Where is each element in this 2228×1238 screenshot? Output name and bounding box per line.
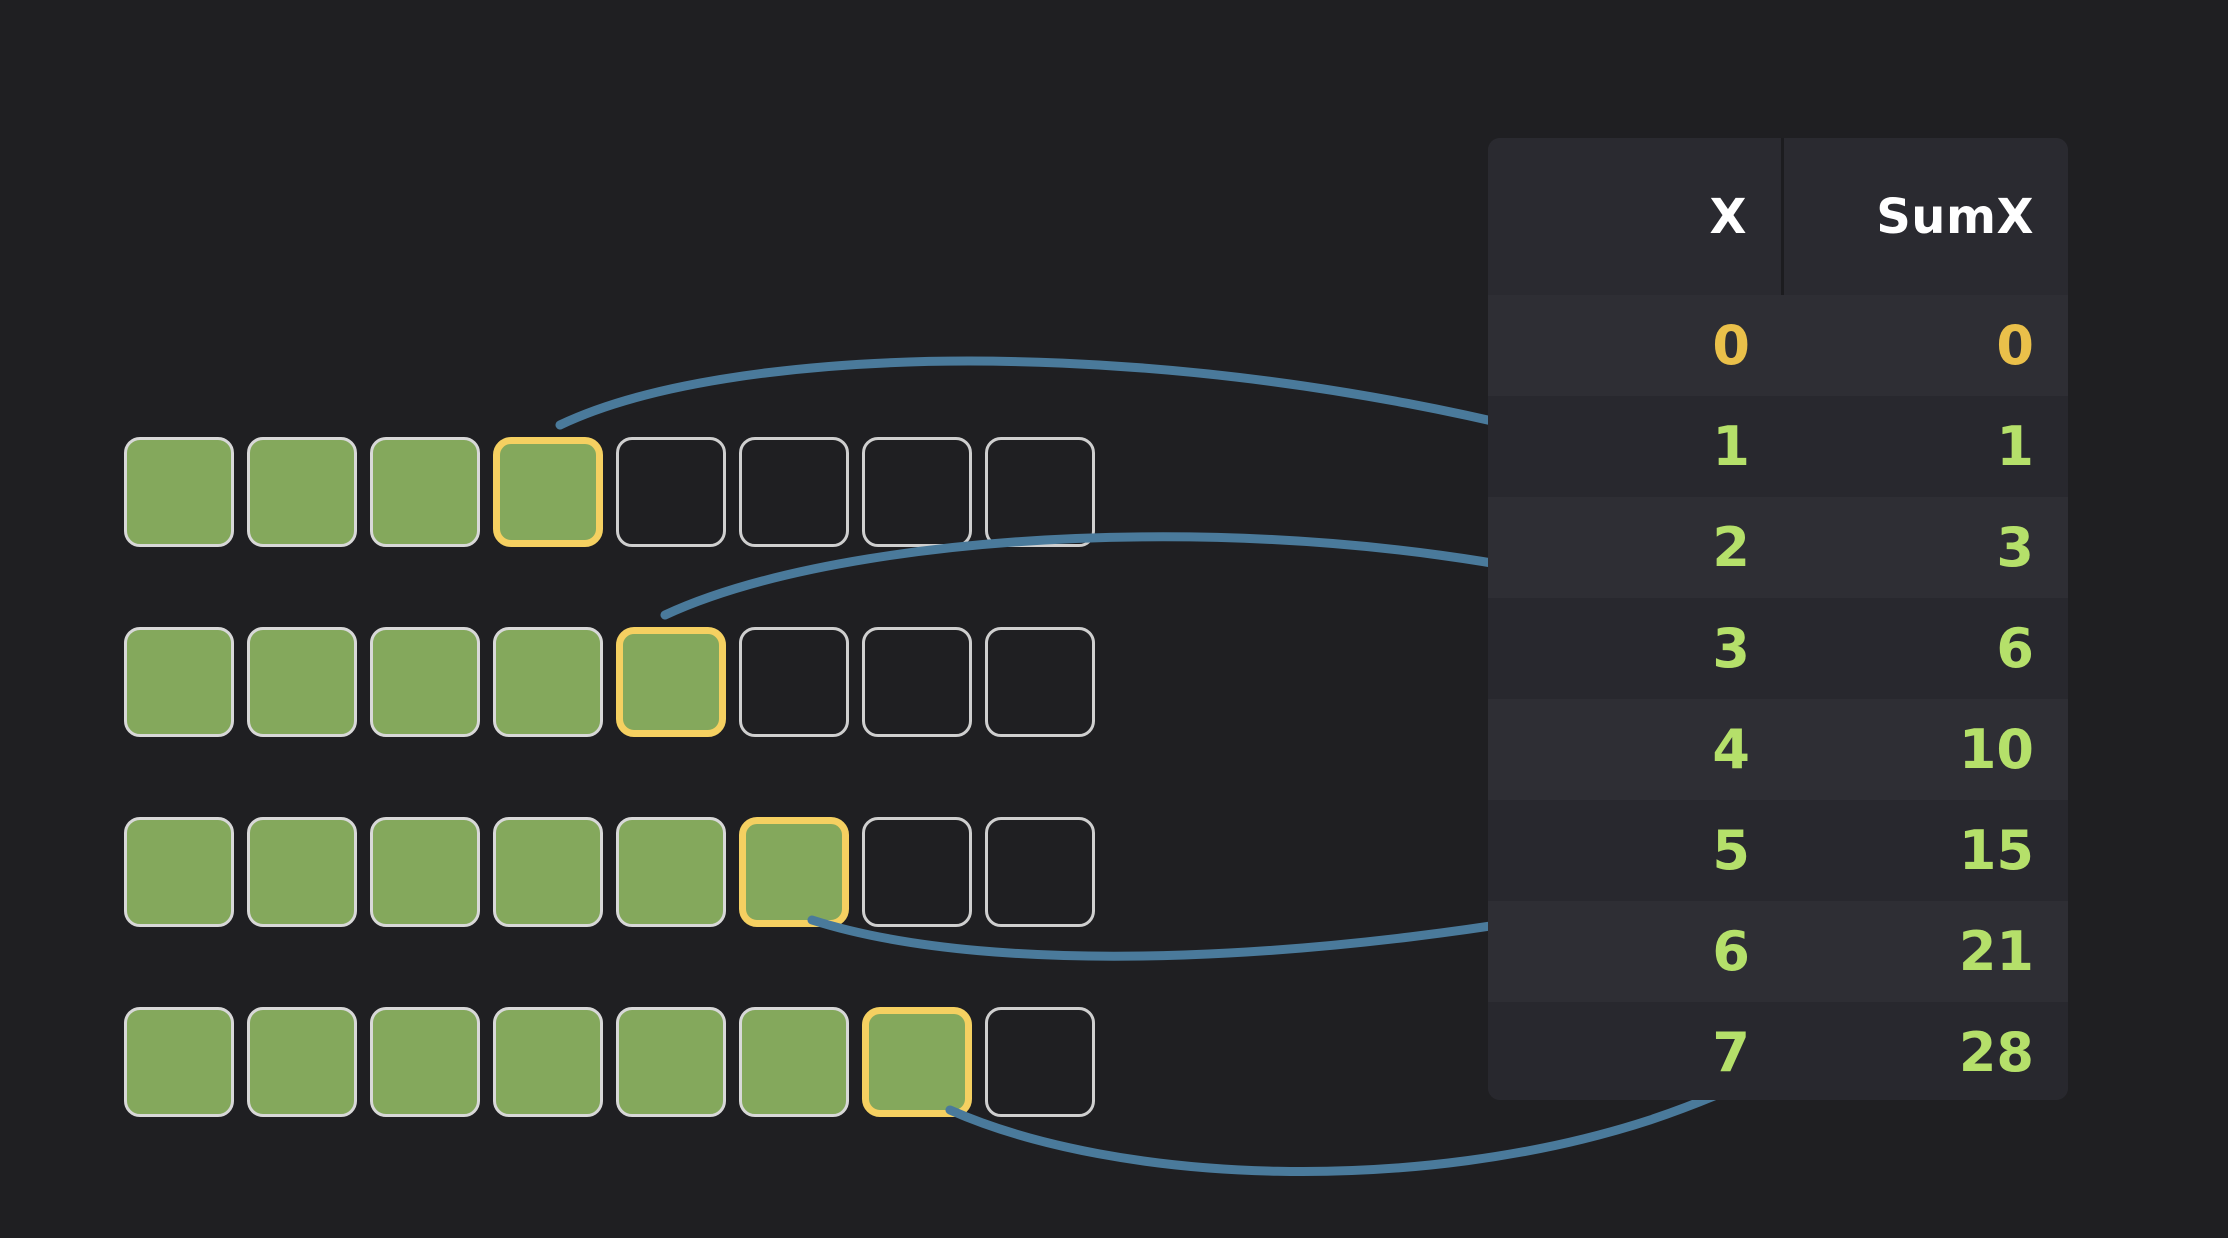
table-row[interactable]: 4 10 (1488, 699, 2068, 800)
cell-sumx-0: 0 (1996, 314, 2034, 377)
cell-x-2: 2 (1712, 516, 1750, 579)
table-header-row: X SumX (1488, 138, 2068, 295)
squares-row-2 (124, 627, 1108, 737)
square-r3-c1-filled[interactable] (124, 817, 234, 927)
square-r1-c5-empty[interactable] (616, 437, 726, 547)
column-header-sumx: SumX (1784, 138, 2068, 295)
squares-row-1 (124, 437, 1108, 547)
square-r1-c8-empty[interactable] (985, 437, 1095, 547)
square-r3-c6-highlighted[interactable] (739, 817, 849, 927)
table-row[interactable]: 7 28 (1488, 1002, 2068, 1100)
cell-x-3: 3 (1712, 617, 1750, 680)
square-r4-c8-empty[interactable] (985, 1007, 1095, 1117)
square-r1-c3-filled[interactable] (370, 437, 480, 547)
cell-x-7: 7 (1712, 1021, 1750, 1084)
column-header-x: X (1488, 138, 1784, 295)
square-r1-c7-empty[interactable] (862, 437, 972, 547)
square-r4-c3-filled[interactable] (370, 1007, 480, 1117)
table-row[interactable]: 5 15 (1488, 800, 2068, 901)
squares-row-4 (124, 1007, 1108, 1117)
square-r4-c6-filled[interactable] (739, 1007, 849, 1117)
cell-sumx-4: 10 (1958, 718, 2034, 781)
cell-x-6: 6 (1712, 920, 1750, 983)
square-r4-c7-highlighted[interactable] (862, 1007, 972, 1117)
square-r1-c1-filled[interactable] (124, 437, 234, 547)
square-r1-c2-filled[interactable] (247, 437, 357, 547)
square-r3-c2-filled[interactable] (247, 817, 357, 927)
cell-sumx-7: 28 (1958, 1021, 2034, 1084)
square-r4-c2-filled[interactable] (247, 1007, 357, 1117)
square-r2-c4-filled[interactable] (493, 627, 603, 737)
cell-x-0: 0 (1712, 314, 1750, 377)
square-r2-c3-filled[interactable] (370, 627, 480, 737)
square-r3-c3-filled[interactable] (370, 817, 480, 927)
squares-row-3 (124, 817, 1108, 927)
square-r3-c5-filled[interactable] (616, 817, 726, 927)
square-r4-c5-filled[interactable] (616, 1007, 726, 1117)
cell-sumx-6: 21 (1958, 920, 2034, 983)
square-r1-c6-empty[interactable] (739, 437, 849, 547)
square-r1-c4-highlighted[interactable] (493, 437, 603, 547)
cell-sumx-2: 3 (1996, 516, 2034, 579)
square-r2-c7-empty[interactable] (862, 627, 972, 737)
square-r2-c2-filled[interactable] (247, 627, 357, 737)
table-row[interactable]: 6 21 (1488, 901, 2068, 1002)
cell-x-5: 5 (1712, 819, 1750, 882)
square-r3-c8-empty[interactable] (985, 817, 1095, 927)
square-r2-c5-highlighted[interactable] (616, 627, 726, 737)
square-r4-c4-filled[interactable] (493, 1007, 603, 1117)
cell-sumx-3: 6 (1996, 617, 2034, 680)
square-r3-c4-filled[interactable] (493, 817, 603, 927)
square-r3-c7-empty[interactable] (862, 817, 972, 927)
square-r2-c8-empty[interactable] (985, 627, 1095, 737)
square-r2-c1-filled[interactable] (124, 627, 234, 737)
cell-x-4: 4 (1712, 718, 1750, 781)
square-r4-c1-filled[interactable] (124, 1007, 234, 1117)
square-r2-c6-empty[interactable] (739, 627, 849, 737)
cell-sumx-5: 15 (1958, 819, 2034, 882)
cell-sumx-1: 1 (1996, 415, 2034, 478)
cell-x-1: 1 (1712, 415, 1750, 478)
